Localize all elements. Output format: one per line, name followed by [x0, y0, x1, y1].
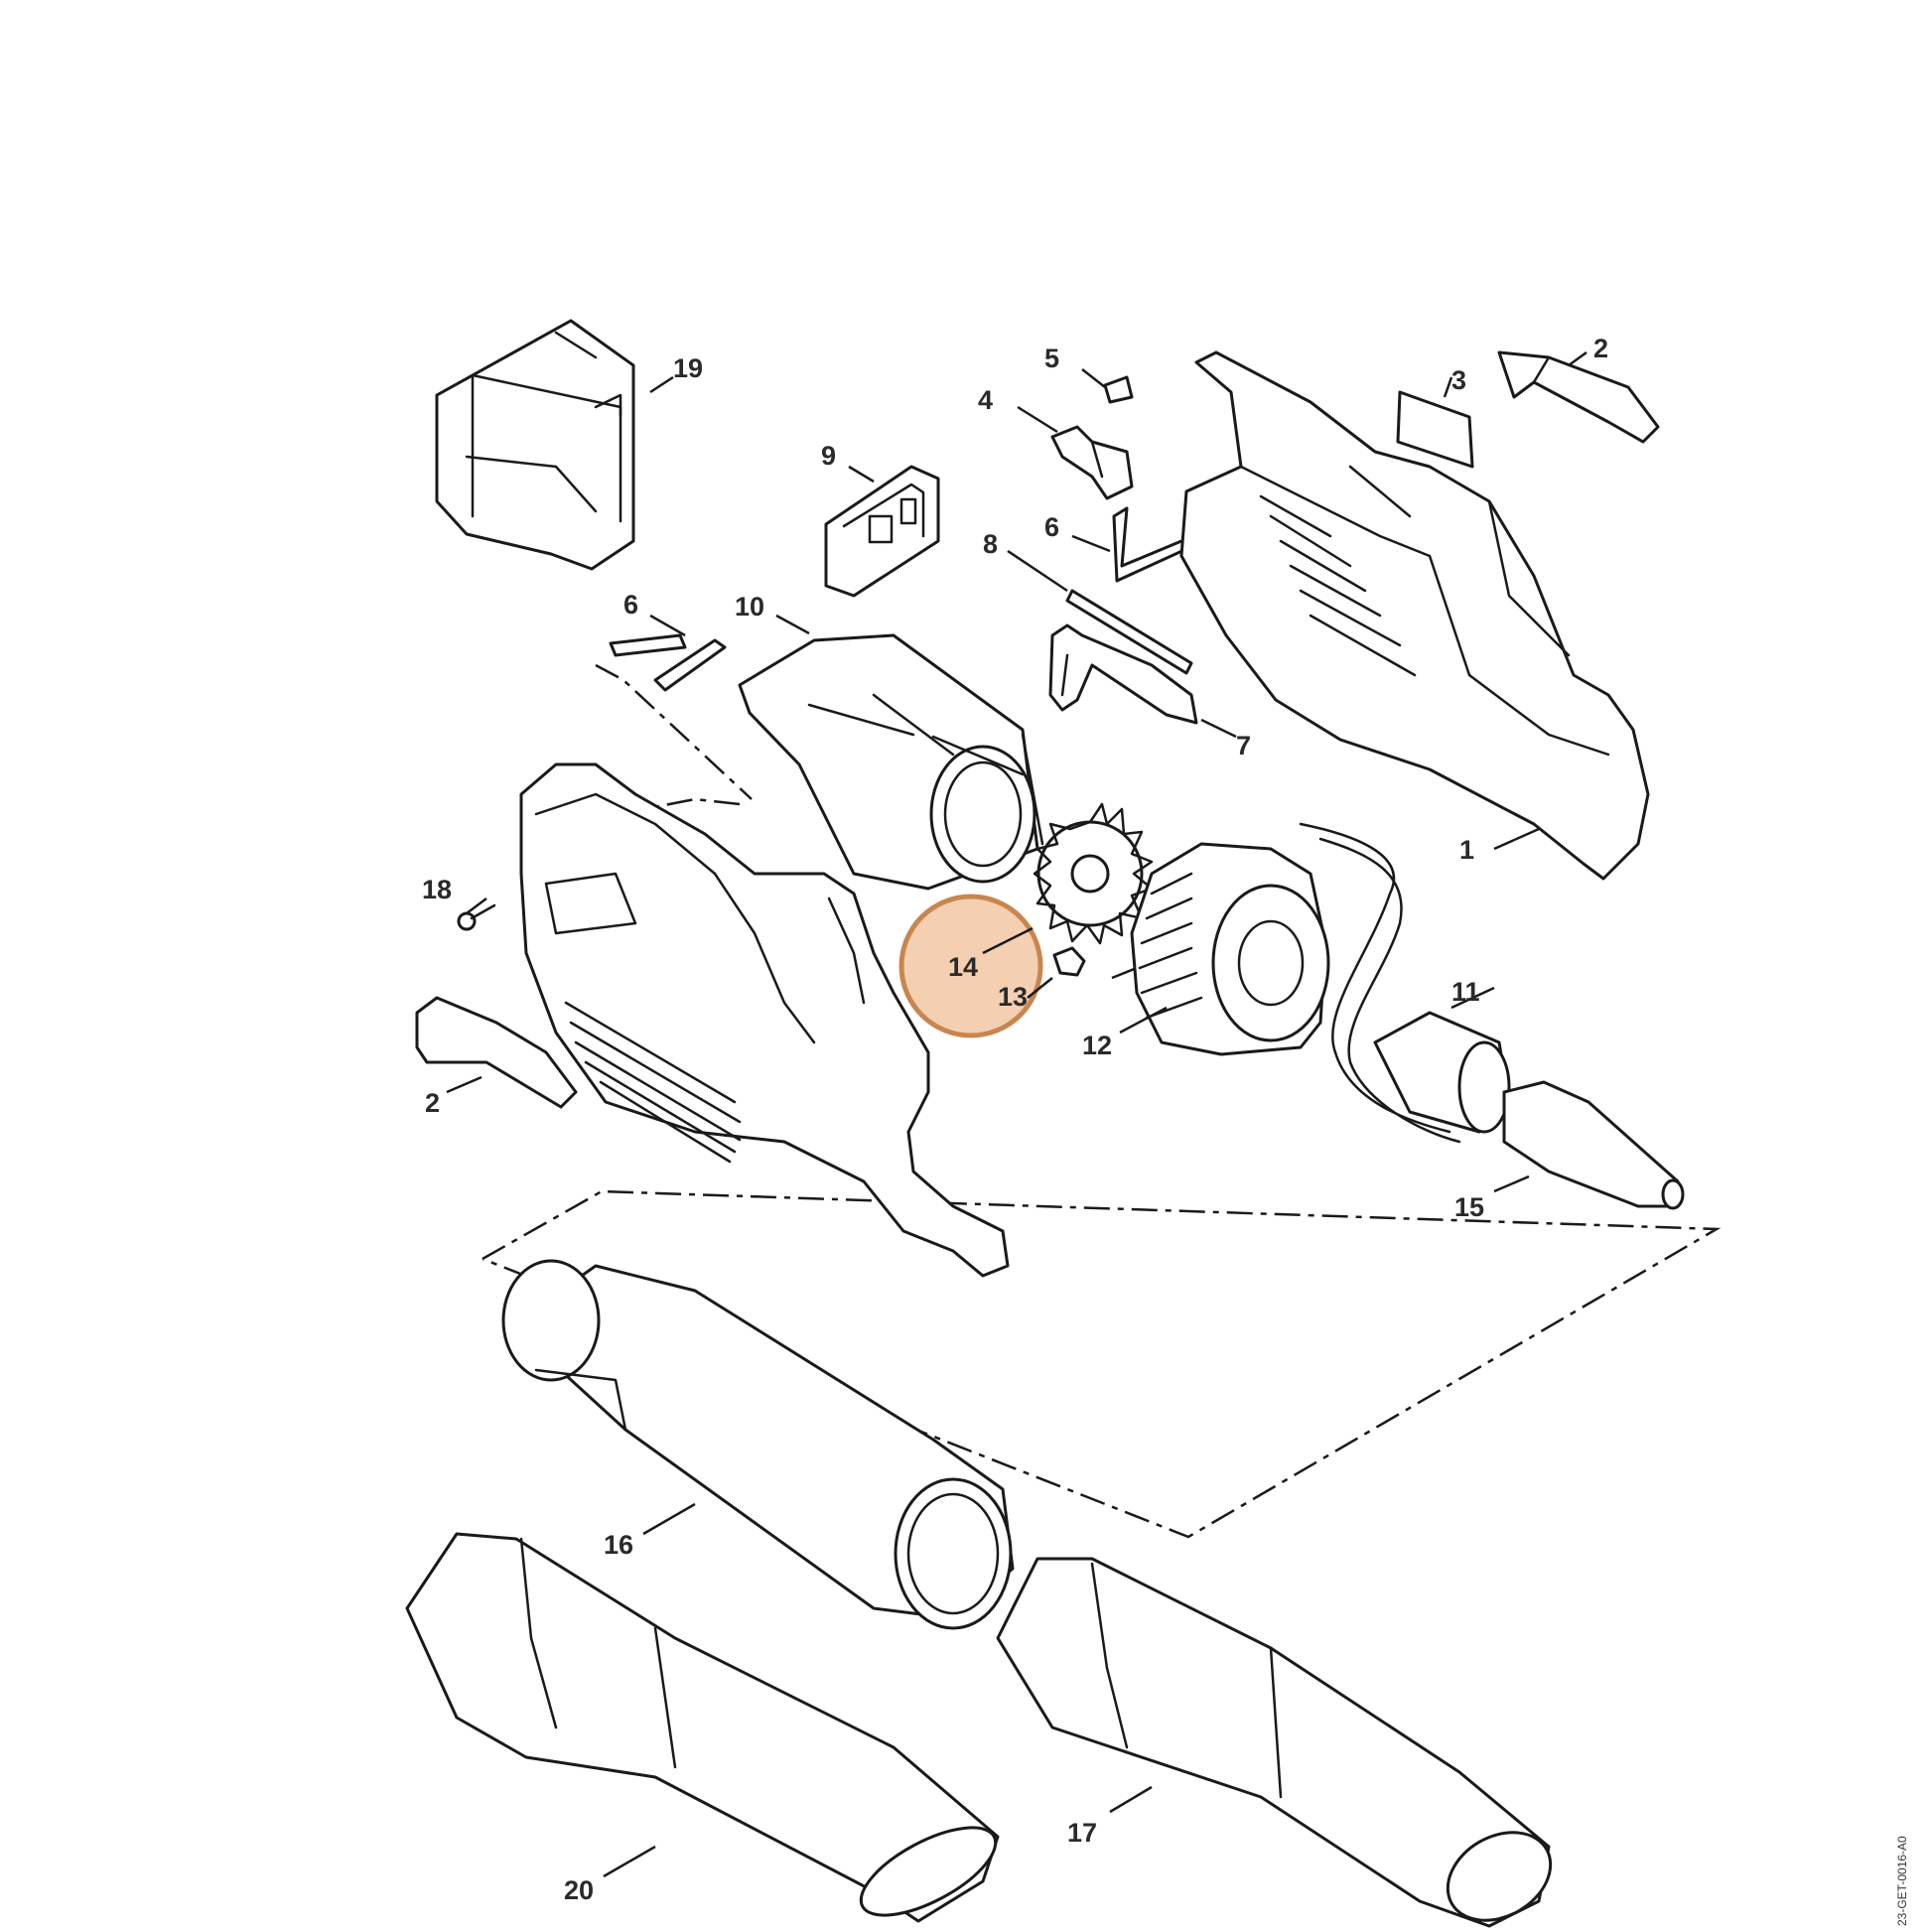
diagram-code: 23-GET-0016-A0 — [1895, 1836, 1909, 1926]
part-2-cover-top[interactable] — [1497, 350, 1660, 444]
callout-labels: 19 5 4 9 6 8 6 10 7 3 2 1 18 2 14 13 12 … — [422, 334, 1608, 1905]
callout-1[interactable]: 1 — [1459, 835, 1474, 865]
callout-5[interactable]: 5 — [1044, 344, 1059, 373]
part-4-switch[interactable] — [1050, 425, 1134, 500]
part-17-round-nozzle[interactable] — [996, 1557, 1567, 1932]
callout-18[interactable]: 18 — [422, 875, 452, 904]
part-10-fan-housing[interactable] — [738, 633, 1044, 891]
part-2-cover-side[interactable] — [415, 996, 578, 1109]
callout-11[interactable]: 11 — [1451, 977, 1480, 1007]
callout-4[interactable]: 4 — [978, 385, 993, 415]
callout-2-top[interactable]: 2 — [1593, 334, 1608, 363]
part-6-spring-left[interactable] — [609, 633, 727, 692]
part-18-screw[interactable] — [457, 903, 496, 931]
callout-2-side[interactable]: 2 — [425, 1088, 440, 1118]
part-8-strip[interactable] — [1065, 589, 1193, 675]
callout-6-left[interactable]: 6 — [623, 590, 638, 620]
callout-12[interactable]: 12 — [1082, 1031, 1112, 1060]
callout-16[interactable]: 16 — [604, 1530, 633, 1560]
callout-3[interactable]: 3 — [1451, 365, 1466, 395]
highlight-marker — [898, 894, 1043, 1038]
callout-14[interactable]: 14 — [948, 952, 978, 982]
part-19-battery-box[interactable] — [435, 319, 635, 571]
callout-13[interactable]: 13 — [998, 982, 1028, 1012]
part-6-spring-top[interactable] — [1112, 506, 1188, 583]
part-7-trigger[interactable] — [1048, 623, 1198, 725]
callout-6-top[interactable]: 6 — [1044, 512, 1059, 542]
part-16-blow-tube[interactable] — [501, 1259, 1015, 1630]
part-5-clip[interactable] — [1103, 375, 1134, 404]
callout-8[interactable]: 8 — [983, 529, 998, 559]
callout-9[interactable]: 9 — [821, 441, 836, 471]
part-15-nose-cone[interactable] — [1502, 1080, 1685, 1210]
callout-7[interactable]: 7 — [1236, 731, 1251, 760]
leader-lines — [446, 350, 1587, 1878]
part-11-motor[interactable] — [1299, 822, 1511, 1144]
callout-17[interactable]: 17 — [1067, 1818, 1097, 1848]
part-3-label[interactable] — [1396, 390, 1474, 469]
callout-20[interactable]: 20 — [564, 1875, 594, 1905]
callout-19[interactable]: 19 — [673, 353, 703, 383]
part-9-electronics-board[interactable] — [824, 465, 940, 598]
callout-10[interactable]: 10 — [735, 592, 764, 621]
part-1-housing-right[interactable] — [1179, 350, 1650, 881]
part-12-motor-housing[interactable] — [1130, 842, 1330, 1056]
part-13-impeller[interactable] — [1033, 802, 1154, 945]
callout-15[interactable]: 15 — [1454, 1192, 1484, 1222]
part-20-flat-nozzle[interactable] — [405, 1532, 1008, 1932]
part-14-housing-left[interactable] — [519, 762, 1010, 1278]
part-13-nut[interactable] — [1052, 946, 1086, 977]
